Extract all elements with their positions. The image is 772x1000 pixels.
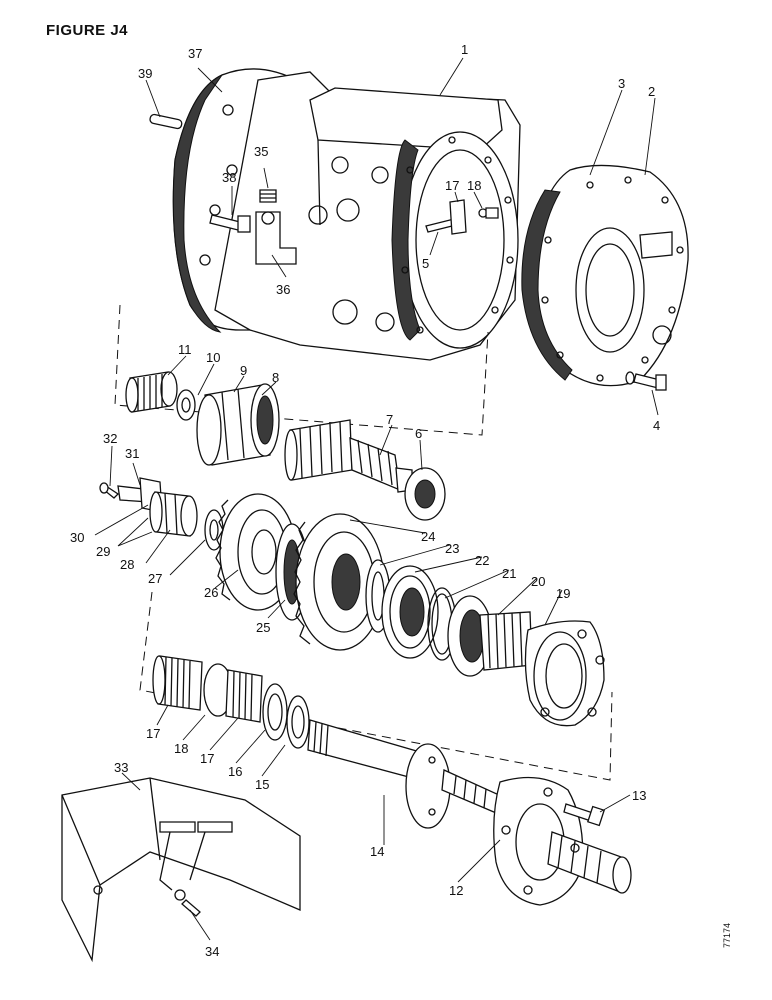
- callout-11: 11: [178, 342, 192, 357]
- callout-16: 16: [228, 764, 242, 779]
- callout-3: 3: [618, 76, 625, 91]
- callout-labels: 1 2 3 4 5 6 7 8 9 10 11 12 13 14 15 16 1…: [70, 42, 660, 959]
- output-shaft-group: [152, 655, 632, 906]
- rear-cover: [521, 164, 689, 391]
- callout-24: 24: [421, 529, 435, 544]
- callout-27: 27: [148, 571, 162, 586]
- callout-35: 35: [254, 144, 268, 159]
- assembly-bracket-upper: [114, 304, 489, 436]
- callout-25: 25: [256, 620, 270, 635]
- callout-4: 4: [653, 418, 660, 433]
- callout-6: 6: [415, 426, 422, 441]
- figure-title: FIGURE J4: [46, 22, 129, 39]
- callout-13: 13: [632, 788, 646, 803]
- callout-12: 12: [449, 883, 463, 898]
- transmission-housing: [149, 68, 521, 361]
- callout-19: 19: [556, 586, 570, 601]
- callout-20: 20: [531, 574, 545, 589]
- callout-31: 31: [125, 446, 139, 461]
- callout-17-upper: 17: [445, 178, 459, 193]
- callout-29: 29: [96, 544, 110, 559]
- callout-22: 22: [475, 553, 489, 568]
- input-gear-group: [125, 371, 446, 521]
- assembly-bracket-lower: [139, 591, 613, 781]
- callout-9: 9: [240, 363, 247, 378]
- callout-37: 37: [188, 46, 202, 61]
- callout-36: 36: [276, 282, 290, 297]
- callout-26: 26: [204, 585, 218, 600]
- callout-33: 33: [114, 760, 128, 775]
- cluster-gear-group: [99, 477, 605, 727]
- callout-18-lower: 18: [174, 741, 188, 756]
- callout-1: 1: [461, 42, 468, 57]
- shaft-guard: [61, 777, 301, 963]
- leader-lines: [94, 57, 659, 941]
- callout-10: 10: [206, 350, 220, 365]
- callout-30: 30: [70, 530, 84, 545]
- callout-34: 34: [205, 944, 219, 959]
- callout-5: 5: [422, 256, 429, 271]
- callout-17-lower: 17: [200, 751, 214, 766]
- callout-28: 28: [120, 557, 134, 572]
- callout-21: 21: [502, 566, 516, 581]
- callout-8: 8: [272, 370, 279, 385]
- callout-2: 2: [648, 84, 655, 99]
- callout-39: 39: [138, 66, 152, 81]
- callout-18-upper: 18: [467, 178, 481, 193]
- callout-15: 15: [255, 777, 269, 792]
- callout-32: 32: [103, 431, 117, 446]
- callout-7: 7: [386, 412, 393, 427]
- callout-14: 14: [370, 844, 384, 859]
- callout-38: 38: [222, 170, 236, 185]
- callout-23: 23: [445, 541, 459, 556]
- callout-17-left: 17: [146, 726, 160, 741]
